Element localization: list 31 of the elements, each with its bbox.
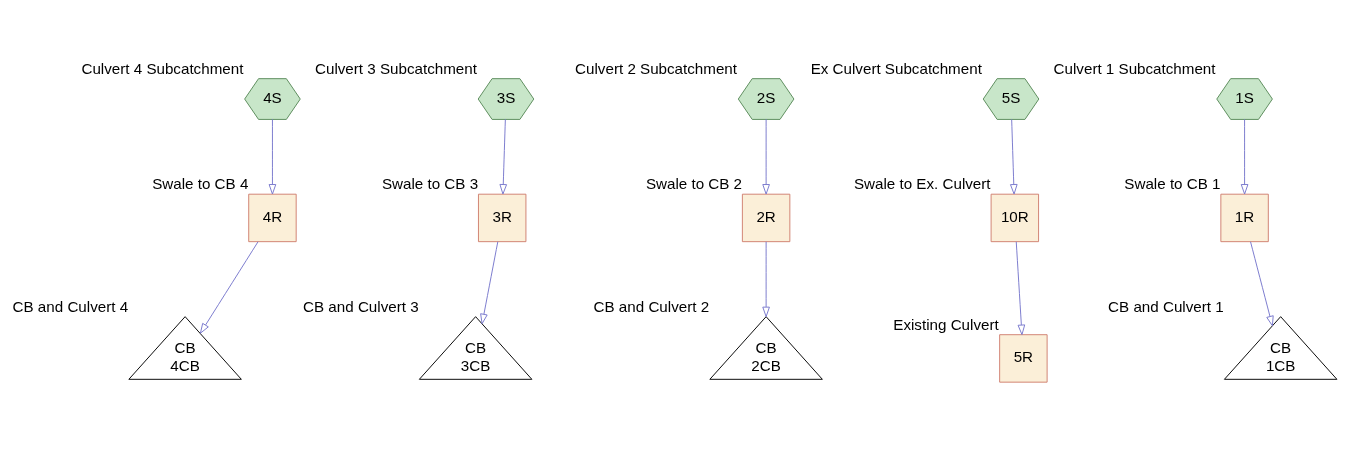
- node-label: Swale to CB 4: [152, 174, 249, 192]
- node-label: CB and Culvert 2: [593, 297, 710, 315]
- node-label: CB and Culvert 3: [303, 297, 419, 315]
- node-label: Existing Culvert: [893, 315, 999, 333]
- arrow: [1240, 118, 1249, 194]
- arrow: [762, 118, 770, 194]
- node-box: 2R: [741, 193, 791, 242]
- node-label: CB and Culvert 4: [12, 297, 129, 315]
- node-label: Culvert 1 Subcatchment: [1053, 59, 1216, 77]
- node-label: Swale to CB 1: [1124, 174, 1221, 192]
- node-label: Ex Culvert Subcatchment: [810, 59, 982, 77]
- node-box: 3R: [478, 193, 527, 242]
- node-label: Swale to Ex. Culvert: [853, 174, 991, 192]
- node-label: Swale to CB 3: [381, 174, 479, 192]
- arrow: [199, 240, 259, 334]
- arrow: [480, 240, 499, 324]
- node-box: 1R: [1220, 193, 1269, 242]
- node-label: Culvert 4 Subcatchment: [81, 59, 244, 77]
- arrow: [1250, 240, 1274, 326]
- node-box: 4R: [248, 193, 297, 242]
- arrow: [1010, 118, 1018, 194]
- node-label: Culvert 3 Subcatchment: [315, 59, 477, 77]
- arrow: [268, 118, 277, 194]
- arrow: [499, 118, 508, 194]
- node-label: Culvert 2 Subcatchment: [575, 59, 738, 77]
- arrow: [762, 240, 770, 317]
- arrow: [1015, 240, 1026, 335]
- node-label: CB and Culvert 1: [1108, 297, 1224, 315]
- node-box: 5R: [999, 333, 1048, 383]
- node-label: Swale to CB 2: [645, 174, 743, 192]
- node-box: 10R: [990, 193, 1040, 242]
